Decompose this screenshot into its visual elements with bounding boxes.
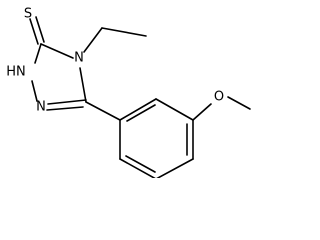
bond-n2-c3-a bbox=[47, 99, 87, 105]
bond-n4-ch2 bbox=[83, 27, 103, 53]
bond-c3-n4 bbox=[79, 67, 87, 103]
atom-label-nh: HN bbox=[6, 65, 26, 80]
bond-c5-s-a bbox=[29, 18, 39, 45]
bond-ar-o bbox=[192, 103, 212, 121]
bond-ar-1-2 bbox=[119, 98, 157, 121]
bond-ar-5-6 bbox=[119, 158, 156, 178]
atom-label-oxygen: O bbox=[214, 90, 224, 105]
bond-c5-n1 bbox=[34, 43, 42, 64]
bond-c5-s-b bbox=[35, 16, 45, 43]
bond-ar-2-3 bbox=[155, 98, 194, 121]
bond-c3-aryl bbox=[85, 101, 121, 121]
bond-n1-n2 bbox=[31, 80, 38, 102]
bond-n2-c3-b bbox=[46, 106, 84, 111]
bond-ar-1-2-inner bbox=[126, 104, 156, 122]
bond-ar-4-5 bbox=[156, 158, 194, 178]
bond-c5-n4 bbox=[40, 43, 74, 59]
atom-label-sulfur: S bbox=[24, 7, 32, 22]
bond-o-ch3 bbox=[227, 96, 251, 110]
atom-label-n2: N bbox=[36, 100, 46, 115]
molecule-diagram: S N HN N O bbox=[6, 7, 251, 178]
bond-ch2-ch3 bbox=[101, 27, 147, 37]
bond-ar-5-6-inner bbox=[125, 155, 156, 173]
atom-label-n4: N bbox=[74, 51, 84, 66]
